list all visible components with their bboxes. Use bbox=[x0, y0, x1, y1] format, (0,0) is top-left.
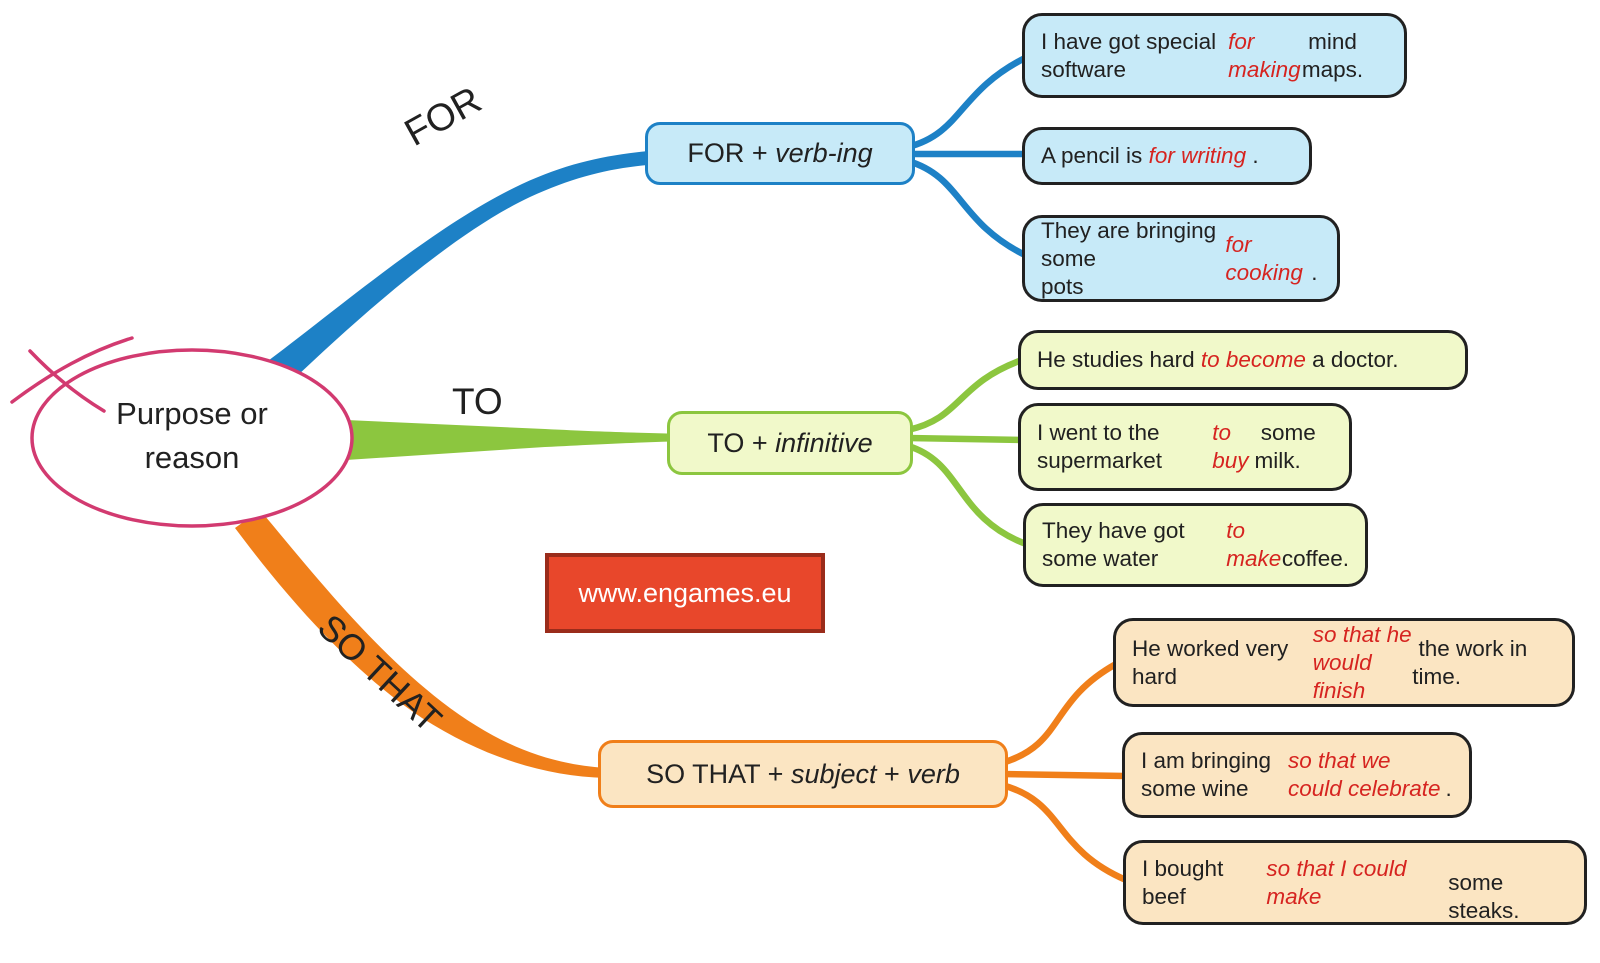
plain-text: some steaks. bbox=[1448, 869, 1520, 923]
scribble-stroke-1 bbox=[10, 336, 134, 404]
plain-text: SO THAT + bbox=[646, 758, 791, 789]
connector-so-that-example-2 bbox=[998, 770, 1129, 780]
plain-text: He worked very hard bbox=[1132, 635, 1295, 689]
connector-to-example-2 bbox=[904, 434, 1026, 444]
connector-for-example-3 bbox=[904, 157, 1029, 259]
example-so-that-3: I bought beef so that I could make some … bbox=[1123, 840, 1587, 925]
plain-text: . bbox=[1246, 143, 1259, 168]
plain-text: A pencil is bbox=[1041, 143, 1149, 168]
plain-text: some milk. bbox=[1254, 420, 1323, 473]
connector-to-example-1 bbox=[904, 356, 1026, 434]
example-for-3: They are bringing some pots for cooking … bbox=[1022, 215, 1340, 302]
plain-text: . bbox=[1445, 748, 1452, 801]
plain-text: a doctor. bbox=[1305, 347, 1399, 372]
highlighted-text: so that I could make bbox=[1266, 855, 1413, 909]
central-ellipse bbox=[30, 348, 354, 528]
plain-text: . bbox=[1311, 231, 1318, 285]
branch-curve-so-that bbox=[235, 510, 605, 778]
highlighted-text: infinitive bbox=[775, 427, 873, 458]
plain-text: FOR + bbox=[687, 138, 776, 168]
highlighted-text: for writing bbox=[1148, 143, 1247, 168]
branch-label-to: TO bbox=[452, 381, 503, 422]
connector-so-that-example-1 bbox=[998, 660, 1120, 767]
connector-for-example-1 bbox=[904, 54, 1029, 151]
highlighted-text: to make bbox=[1226, 518, 1282, 571]
example-so-that-1: He worked very hard so that he would fin… bbox=[1113, 618, 1575, 707]
example-to-1: He studies hard to become a doctor. bbox=[1018, 330, 1468, 390]
plain-text: They have got some water bbox=[1042, 518, 1185, 571]
example-to-2: I went to the supermarket to buy some mi… bbox=[1018, 403, 1352, 491]
example-to-3: They have got some water to make coffee. bbox=[1023, 503, 1368, 587]
branch-curve-for bbox=[253, 150, 660, 402]
plain-text: I went to the supermarket bbox=[1037, 420, 1163, 473]
plain-text: I bought beef bbox=[1142, 855, 1230, 909]
connector-so-that-example-3 bbox=[998, 781, 1130, 884]
node-to-infinitive: TO + infinitive bbox=[667, 411, 913, 475]
plain-text: I have got special software bbox=[1041, 28, 1217, 82]
plain-text: the work in time. bbox=[1412, 635, 1534, 689]
node-for-verb-ing: FOR + verb-ing bbox=[645, 122, 915, 185]
example-for-1: I have got special software for making m… bbox=[1022, 13, 1407, 98]
highlighted-text: verb-ing bbox=[775, 138, 873, 168]
highlighted-text: subject bbox=[790, 758, 877, 789]
scribble-stroke-2 bbox=[28, 349, 106, 413]
plain-text: + bbox=[876, 758, 908, 789]
highlighted-text: to buy bbox=[1212, 420, 1249, 473]
highlighted-text: for making bbox=[1228, 28, 1301, 82]
plain-text: coffee. bbox=[1281, 518, 1349, 571]
highlighted-text: so that we could celebrate bbox=[1287, 748, 1441, 801]
highlighted-text: to become bbox=[1200, 347, 1306, 372]
plain-text: He studies hard bbox=[1037, 347, 1201, 372]
highlighted-text: verb bbox=[907, 758, 960, 789]
central-topic: Purpose or reason bbox=[116, 396, 268, 475]
plain-text: TO + bbox=[707, 427, 776, 458]
connector-to-example-3 bbox=[904, 442, 1030, 548]
plain-text: They are bringing some pots bbox=[1041, 217, 1217, 299]
example-for-2: A pencil is for writing . bbox=[1022, 127, 1312, 185]
watermark-banner: www.engames.eu bbox=[545, 553, 825, 633]
highlighted-text: for cooking bbox=[1225, 231, 1303, 285]
highlighted-text: so that he would finish bbox=[1312, 621, 1412, 703]
branch-curve-to bbox=[346, 420, 690, 460]
node-so-that-subject-verb: SO THAT + subject + verb bbox=[598, 740, 1008, 808]
plain-text: mind maps. bbox=[1301, 28, 1364, 82]
plain-text: I am bringing some wine bbox=[1141, 748, 1272, 801]
example-so-that-2: I am bringing some wine so that we could… bbox=[1122, 732, 1472, 818]
